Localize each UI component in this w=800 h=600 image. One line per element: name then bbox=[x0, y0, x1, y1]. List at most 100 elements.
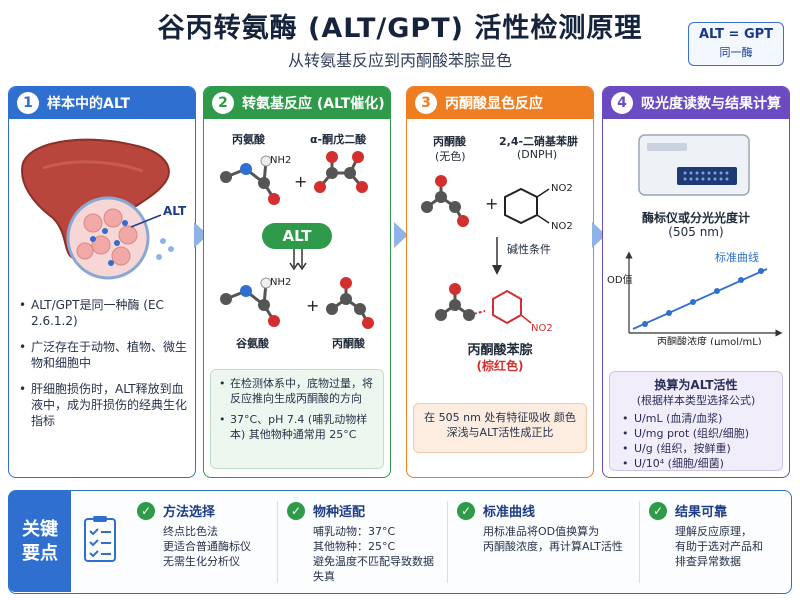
panel3-title: 丙酮酸显色反应 bbox=[445, 96, 543, 112]
panel1-bullets: ALT/GPT是同一种酶 (EC 2.6.1.2) 广泛存在于动物、植物、微生物… bbox=[19, 297, 189, 439]
color-reactants-icon: + NO2 NO2 bbox=[421, 175, 573, 232]
key-item-line: 丙酮酸浓度，再计算ALT活性 bbox=[483, 540, 623, 553]
glutamate-molecule-icon bbox=[220, 277, 280, 327]
check-icon: ✓ bbox=[457, 501, 475, 520]
key-item-line: 哺乳动物：37°C bbox=[313, 525, 396, 538]
plus-sign-1: + bbox=[294, 172, 307, 191]
no2-label-1: NO2 bbox=[551, 183, 573, 194]
unit-item: U/mL (血清/血浆) bbox=[618, 411, 774, 426]
alt-enzyme-pill: ALT bbox=[262, 223, 332, 249]
product-hydrazone-sub: (棕红色) bbox=[476, 359, 524, 373]
panel1-number: 1 bbox=[17, 92, 39, 114]
alkaline-condition: 碱性条件 bbox=[507, 243, 551, 256]
panel4-header: 4 吸光度读数与结果计算 bbox=[603, 87, 789, 119]
plus-sign-3: + bbox=[485, 194, 498, 213]
panel2-header: 2 转氨基反应 (ALT催化) bbox=[204, 87, 390, 119]
product-molecules-icon: NH2 + bbox=[220, 277, 374, 329]
nh2-label-2: NH2 bbox=[270, 277, 291, 288]
panel-color-reaction: 3 丙酮酸显色反应 丙酮酸 (无色) 2,4-二硝基苯肼 (DNPH) + NO… bbox=[406, 86, 594, 478]
plus-sign-2: + bbox=[306, 296, 319, 315]
wavelength-label: (505 nm) bbox=[668, 225, 724, 239]
unit-item: U/10⁴ (细胞/细菌) bbox=[618, 456, 774, 471]
check-icon: ✓ bbox=[137, 501, 155, 520]
panel1-bullet: ALT/GPT是同一种酶 (EC 2.6.1.2) bbox=[19, 297, 189, 329]
x-axis-label: 丙酮酸浓度 (μmol/mL) bbox=[657, 335, 762, 345]
reactant-dnph: 2,4-二硝基苯肼 bbox=[499, 135, 579, 148]
key-item-line: 其他物种：25°C bbox=[313, 540, 396, 553]
reactant-pyruvate: 丙酮酸 bbox=[433, 135, 466, 148]
badge-main: ALT = GPT bbox=[698, 27, 774, 42]
product-pyruvate: 丙酮酸 bbox=[332, 337, 365, 350]
key-item-line: 终点比色法 bbox=[163, 525, 218, 538]
pyruvate-molecule-icon bbox=[421, 175, 469, 227]
product-glutamate: 谷氨酸 bbox=[236, 337, 269, 350]
key-item-title: 方法选择 bbox=[163, 505, 216, 520]
hydrazone-ring-icon bbox=[492, 289, 532, 325]
product-hydrazone: 丙酮酸苯腙 bbox=[467, 343, 533, 358]
y-axis-label: OD值 bbox=[607, 273, 633, 286]
panel2-title: 转氨基反应 (ALT催化) bbox=[242, 96, 385, 112]
key-points-header: 关键 要点 bbox=[9, 491, 71, 592]
key-points-head-line1: 关键 bbox=[22, 518, 58, 540]
key-item-standard-curve: ✓ 标准曲线 用标准品将OD值换算为 丙酮酸浓度，再计算ALT活性 bbox=[457, 501, 627, 554]
panel1-bullet: 广泛存在于动物、植物、微生物和细胞中 bbox=[19, 339, 189, 371]
key-divider bbox=[639, 501, 640, 583]
panel3-number: 3 bbox=[415, 92, 437, 114]
released-enzyme-dots-icon bbox=[156, 238, 174, 260]
page-title: 谷丙转氨酶 (ALT/GPT) 活性检测原理 bbox=[157, 13, 643, 44]
panel4-number: 4 bbox=[611, 92, 633, 114]
reactant-pyruvate-sub: (无色) bbox=[435, 150, 466, 163]
alanine-molecule-icon bbox=[220, 155, 280, 205]
key-item-title: 标准曲线 bbox=[483, 505, 536, 520]
checklist-icon bbox=[84, 516, 116, 562]
key-item-line: 排查异常数据 bbox=[675, 555, 741, 568]
dnph-ring-icon bbox=[504, 187, 550, 225]
key-item-line: 理解反应原理， bbox=[675, 525, 752, 538]
ketoglutarate-molecule-icon bbox=[314, 151, 368, 193]
alt-pointer-line bbox=[130, 214, 162, 228]
key-item-title: 结果可靠 bbox=[675, 505, 728, 520]
instrument-label: 酶标仪或分光光度计 bbox=[641, 211, 750, 225]
panel3-note: 在 505 nm 处有特征吸收 颜色深浅与ALT活性成正比 bbox=[413, 403, 587, 453]
panel3-header: 3 丙酮酸显色反应 bbox=[407, 87, 593, 119]
curve-line bbox=[632, 268, 768, 330]
reactant-molecules-icon: NH2 + bbox=[220, 151, 368, 205]
panel2-note: 在检测体系中，底物过量，将反应推向生成丙酮酸的方向 bbox=[219, 376, 375, 406]
alt-label: ALT bbox=[163, 204, 187, 218]
calc-title: 换算为ALT活性 bbox=[654, 378, 738, 392]
hydrazone-molecule-icon: NO2 bbox=[435, 283, 553, 334]
standard-curve-icon: 标准曲线 OD值 丙酮酸浓度 (μmol/mL) bbox=[607, 250, 783, 345]
key-item-species: ✓物种适配 哺乳动物：37°C 其他物种：25°C 避免温度不匹配导致数据失真 bbox=[287, 501, 437, 584]
calc-subtitle: (根据样本类型选择公式) bbox=[636, 394, 756, 407]
cell-magnifier-icon bbox=[66, 196, 150, 280]
curve-label: 标准曲线 bbox=[715, 250, 759, 264]
no2-label-3: NO2 bbox=[531, 323, 553, 334]
key-points-head-line2: 要点 bbox=[22, 542, 58, 564]
key-item-method: ✓方法选择 终点比色法 更适合普通酶标仪 无需生化分析仪 bbox=[137, 501, 287, 569]
check-icon: ✓ bbox=[649, 501, 667, 520]
panel4-title: 吸光度读数与结果计算 bbox=[641, 96, 781, 112]
panel-sample-alt: 1 样本中的ALT ALT ALT/GPT是 bbox=[8, 86, 196, 478]
curve-points bbox=[642, 268, 764, 327]
panel1-bullet: 肝细胞损伤时，ALT释放到血液中，成为肝损伤的经典生化指标 bbox=[19, 381, 189, 429]
panel2-number: 2 bbox=[212, 92, 234, 114]
key-item-title: 物种适配 bbox=[313, 505, 366, 520]
key-item-line: 更适合普通酶标仪 bbox=[163, 540, 251, 553]
nh2-label-1: NH2 bbox=[270, 155, 291, 166]
down-arrow-icon bbox=[492, 237, 502, 275]
alt-gpt-badge: ALT = GPT 同一酶 bbox=[688, 22, 784, 66]
key-divider bbox=[447, 501, 448, 583]
panel-transamination: 2 转氨基反应 (ALT催化) 丙氨酸 α-酮戊二酸 NH2 + bbox=[203, 86, 391, 478]
badge-sub: 同一酶 bbox=[719, 46, 753, 59]
key-item-reliability: ✓结果可靠 理解反应原理， 有助于选对产品和 排查异常数据 bbox=[649, 501, 785, 569]
panel4-calc-box: 换算为ALT活性 (根据样本类型选择公式) U/mL (血清/血浆) U/mg … bbox=[609, 371, 783, 471]
hydrazone-backbone-icon bbox=[435, 283, 486, 321]
key-item-line: 避免温度不匹配导致数据失真 bbox=[313, 555, 434, 583]
plate-reader-icon bbox=[638, 134, 750, 196]
unit-item: U/g (组织，按鲜重) bbox=[618, 441, 774, 456]
panel-absorbance: 4 吸光度读数与结果计算 酶标仪或分光光度计 (505 nm) 标准曲线 bbox=[602, 86, 790, 478]
page-subtitle: 从转氨基反应到丙酮酸苯腙显色 bbox=[287, 51, 512, 70]
down-arrows-icon bbox=[289, 249, 307, 271]
flow-arrow-icon bbox=[394, 222, 408, 248]
key-item-line: 用标准品将OD值换算为 bbox=[483, 525, 600, 538]
